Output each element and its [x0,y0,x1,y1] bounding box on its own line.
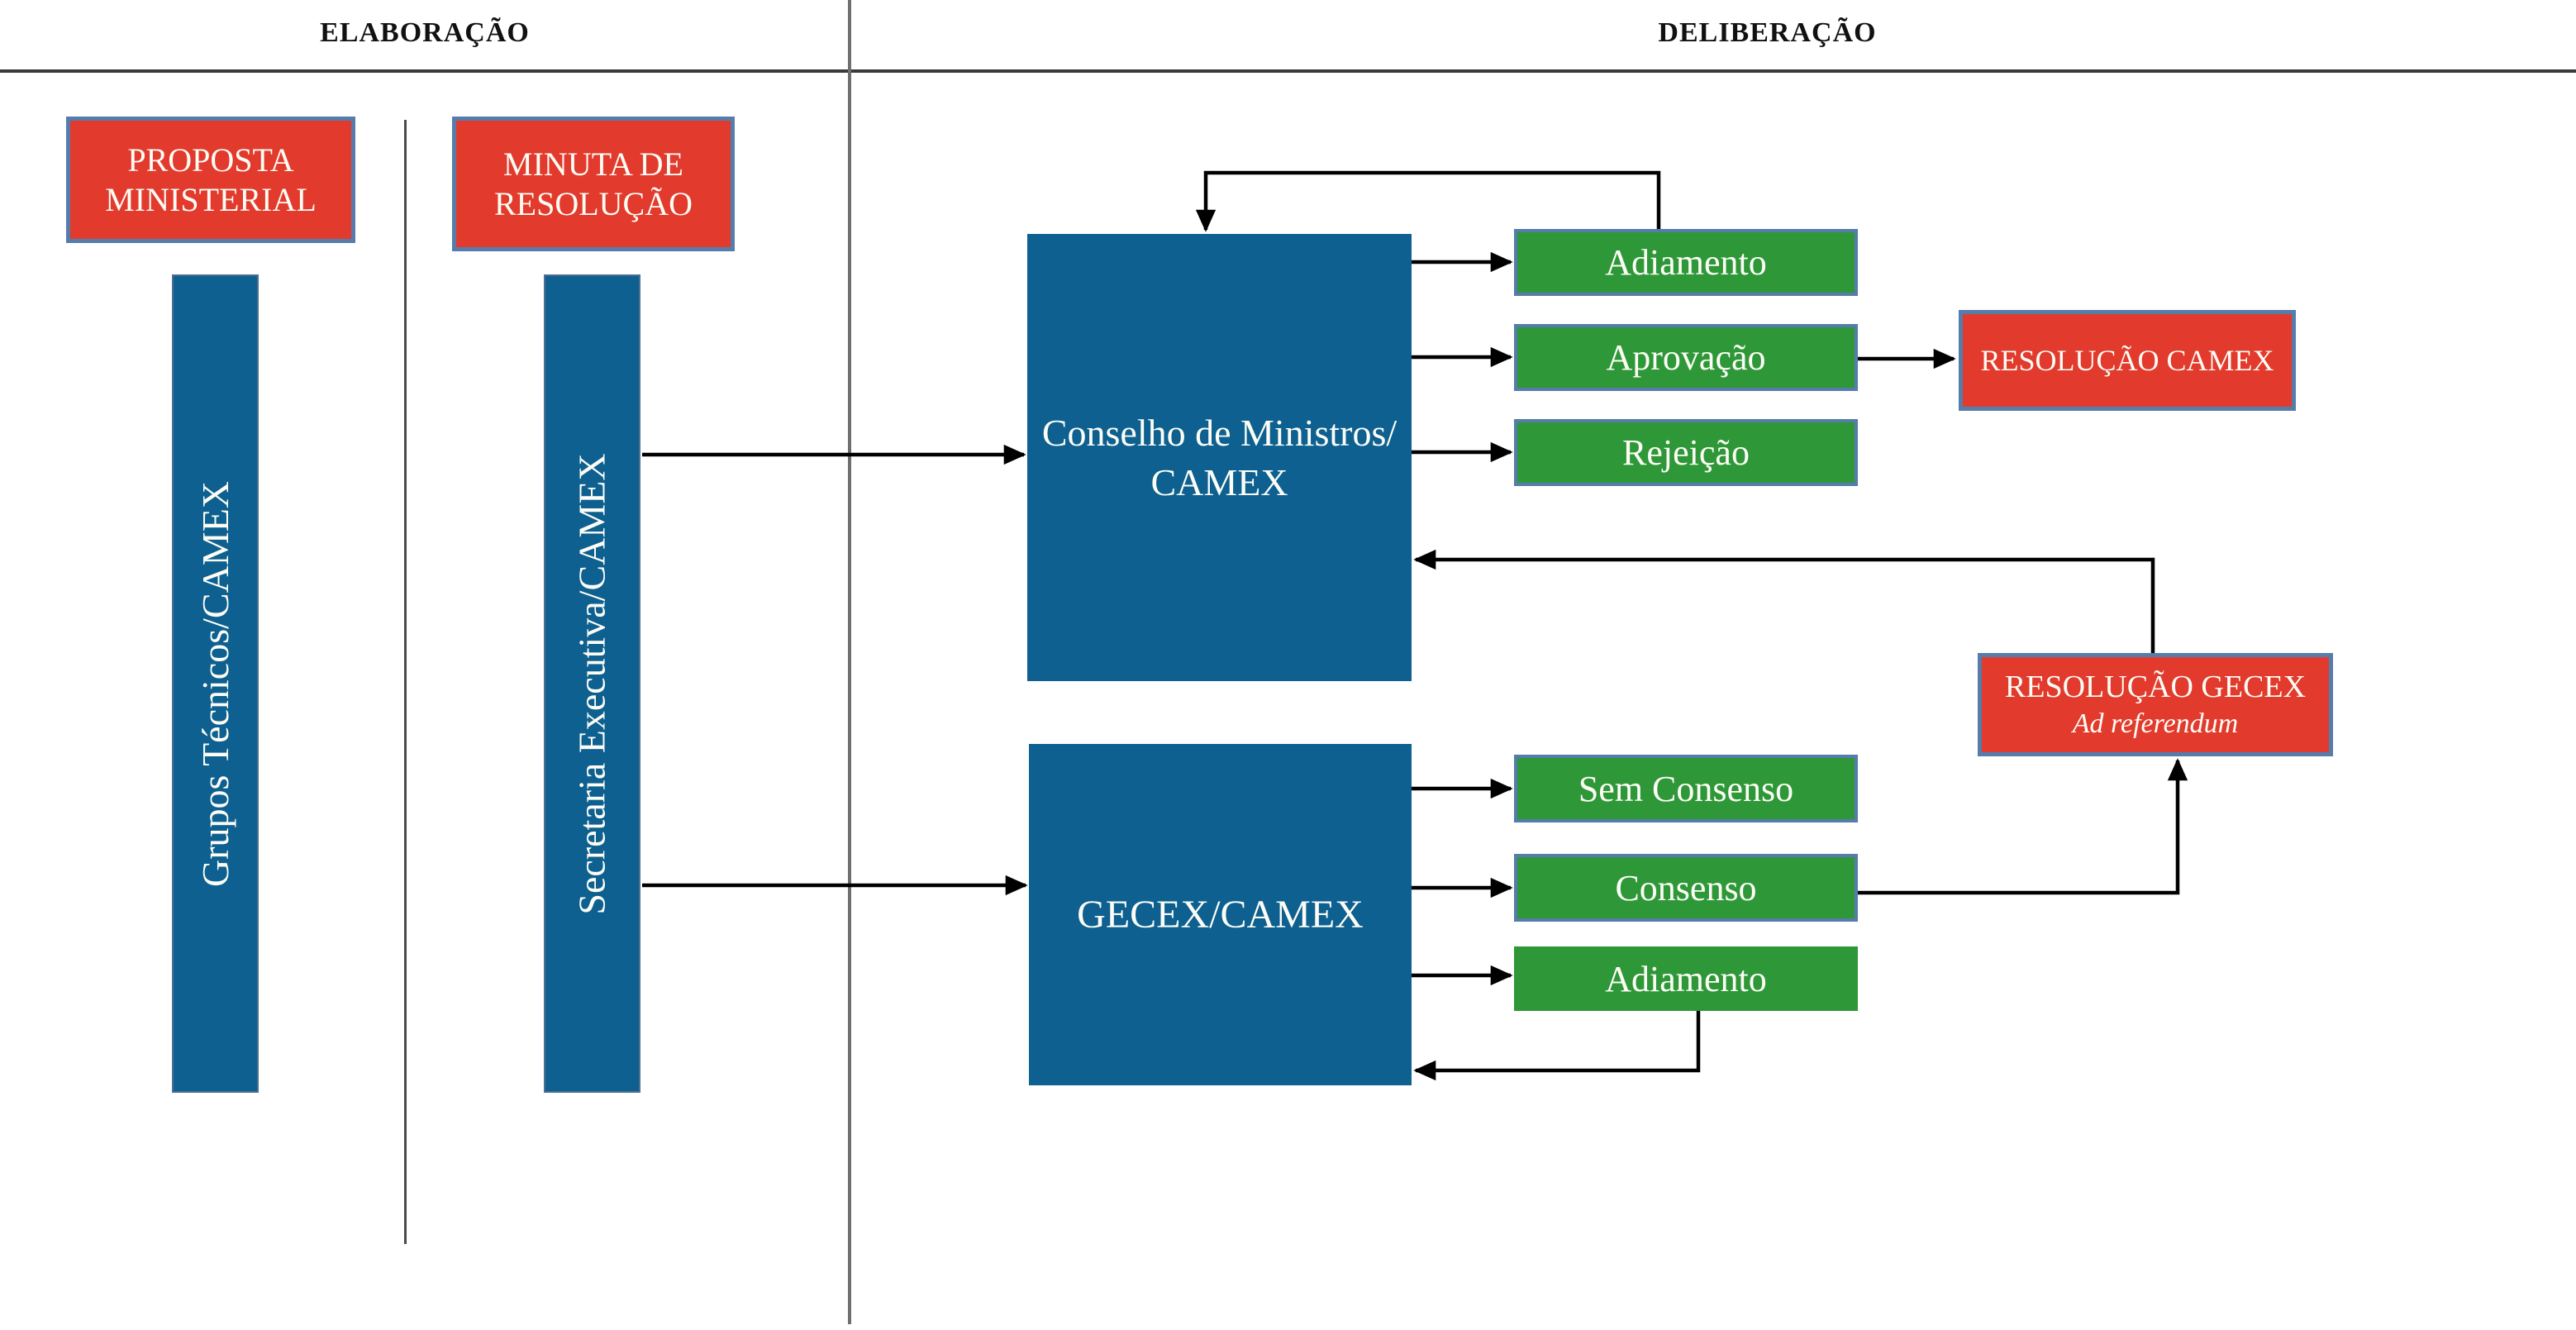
conselho-ministros-box: Conselho de Ministros/ CAMEX [1027,234,1412,681]
section-title-elaboracao: ELABORAÇÃO [320,17,530,48]
arrow-consenso-to-resolucao-gecex [1858,758,2188,895]
arrow-resolucao-gecex-to-conselho [1413,549,2155,653]
section-separator-line [848,0,851,1324]
outcome-adiamento: Adiamento [1514,229,1858,296]
secretaria-executiva-label: Secretaria Executiva/CAMEX [571,452,613,915]
outcome-adiamento-gecex: Adiamento [1514,946,1858,1011]
resolucao-camex-box: RESOLUÇÃO CAMEX [1959,310,2296,411]
resolucao-gecex-box: RESOLUÇÃO GECEX Ad referendum [1978,653,2333,756]
minuta-resolucao-box: MINUTA DE RESOLUÇÃO [452,117,735,251]
secretaria-executiva-bar: Secretaria Executiva/CAMEX [544,274,640,1093]
header-rule [0,69,2576,73]
column-divider-line [404,120,407,1244]
grupos-tecnicos-label: Grupos Técnicos/CAMEX [194,480,237,887]
section-title-deliberacao: DELIBERAÇÃO [1658,17,1877,48]
arrow-adiamento2-loop-to-gecex [1413,1011,1701,1081]
resolucao-gecex-title: RESOLUÇÃO GECEX [2004,669,2307,704]
outcome-sem-consenso: Sem Consenso [1514,755,1858,822]
outcome-consenso: Consenso [1514,854,1858,922]
grupos-tecnicos-bar: Grupos Técnicos/CAMEX [172,274,259,1093]
resolucao-gecex-subtitle: Ad referendum [2072,708,2239,739]
gecex-camex-box: GECEX/CAMEX [1029,744,1412,1085]
outcome-aprovacao: Aprovação [1514,324,1858,391]
arrow-adiamento-loop-to-conselho [1195,170,1661,232]
outcome-rejeicao: Rejeição [1514,419,1858,486]
proposta-ministerial-box: PROPOSTA MINISTERIAL [66,117,355,243]
